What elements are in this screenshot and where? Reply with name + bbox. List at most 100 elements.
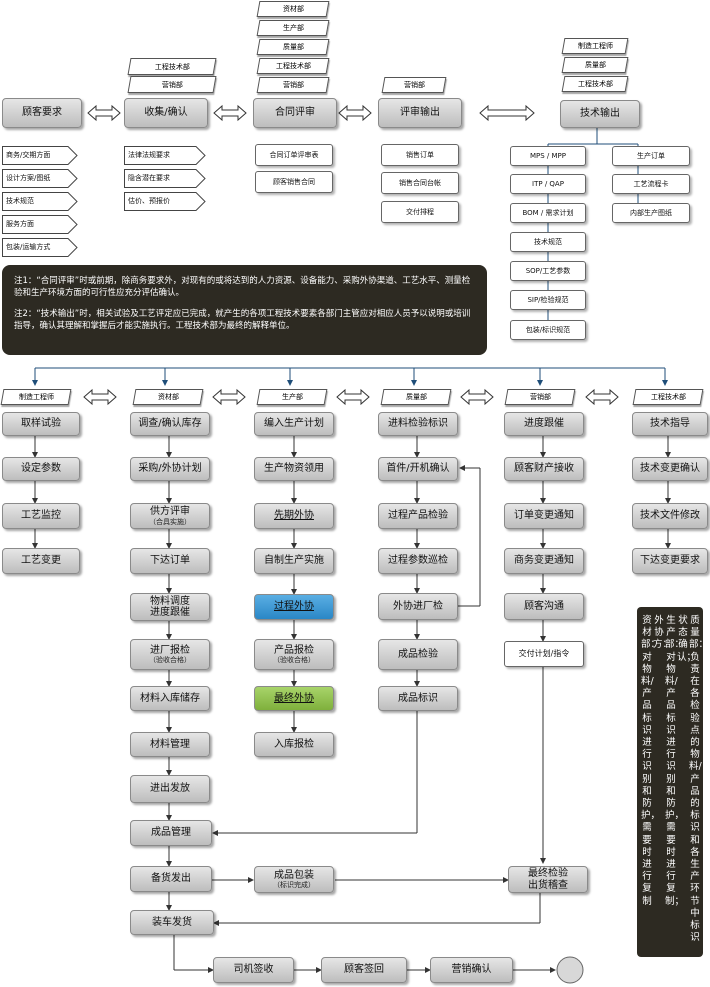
review-output-box: 评审输出 — [378, 98, 462, 128]
process-step: 材料管理 — [130, 732, 210, 757]
loading-shipping-box: 装车发货 — [130, 910, 214, 935]
finished-goods-management-box: 成品管理 — [130, 820, 212, 846]
process-step: 材料入库储存 — [130, 686, 210, 711]
dept-header-engineering: 工程技术部 — [632, 389, 704, 405]
customer-flag: 技术规范 — [2, 192, 78, 211]
process-step: 过程参数巡检 — [378, 548, 458, 574]
process-step: 技术指导 — [632, 412, 708, 436]
customer-flag: 包装/运输方式 — [2, 238, 78, 257]
tech-output-box: 技术输出 — [560, 100, 640, 128]
dept-header-materials: 资材部 — [132, 389, 204, 405]
dept-tag: 质量部 — [561, 57, 629, 73]
process-step: 进出发放 — [130, 775, 210, 803]
process-step: 工艺监控 — [2, 503, 80, 529]
process-step-highlight-blue: 过程外协 — [254, 594, 334, 620]
process-step: 进料检验标识 — [378, 412, 458, 436]
note-1: 注1：“合同评审”时或前期，除商务要求外，对现有的或将达到的人力资源、设备能力、… — [14, 276, 471, 298]
dept-header-sales: 营销部 — [504, 389, 576, 405]
vnote-col: 生产部：对物料/产品标识进行识别和防护，需要时进行复制； — [665, 615, 685, 907]
tech-doc: 生产订单 — [612, 146, 690, 166]
process-step: 技术变更确认 — [632, 457, 708, 481]
driver-sign-box: 司机签收 — [213, 957, 294, 983]
note-2: 注2：“技术输出”时，相关试验及工艺评定应已完成，就产生的各项工程技术要素各部门… — [14, 309, 471, 331]
dept-tag: 工程技术部 — [561, 76, 629, 92]
tech-doc: 包装/标识规范 — [510, 320, 586, 340]
dept-tag: 生产部 — [256, 20, 330, 36]
tech-doc: SIP/检验规范 — [510, 290, 586, 310]
review-doc: 销售合同台帐 — [381, 172, 459, 194]
process-step: 生产物资领用 — [254, 457, 334, 481]
contract-review-box: 合同评审 — [253, 98, 337, 128]
vnote-col: 质量部：负责在各检验点的物料/产品的标识和各生产环节中标识 — [689, 615, 709, 944]
process-step: 下达变更要求 — [632, 548, 708, 574]
contract-doc: 顾客销售合同 — [255, 171, 333, 193]
contract-doc: 合同订单评审表 — [255, 144, 333, 166]
dept-tag: 制造工程师 — [561, 38, 629, 54]
vnote-col: 资材部：对物料/产品标识进行识别和防护，需要时进行复制 — [641, 615, 661, 907]
dept-header-manufacturing-engineer: 制造工程师 — [0, 389, 72, 405]
tech-doc: 技术规范 — [510, 232, 586, 252]
process-step: 外协进厂检 — [378, 593, 458, 620]
vnote-col: 外协方： — [653, 615, 673, 651]
process-step: 商务变更通知 — [504, 548, 584, 574]
process-step-highlight-green: 最终外协 — [254, 686, 334, 711]
process-step: 进厂报检（验收合格） — [130, 639, 210, 670]
process-step: 过程产品检验 — [378, 503, 458, 529]
review-doc: 销售订单 — [381, 144, 459, 166]
process-step: 产品报检（验收合格） — [254, 639, 334, 670]
tech-doc: BOM / 需求计划 — [510, 203, 586, 223]
review-doc: 交付排程 — [381, 201, 459, 223]
process-step: 顾客沟通 — [504, 593, 584, 620]
dept-tag: 工程技术部 — [256, 58, 330, 74]
dept-tag: 营销部 — [256, 77, 330, 93]
sales-confirm-box: 营销确认 — [430, 957, 513, 983]
tech-doc: 工艺流程卡 — [612, 174, 690, 194]
process-step: 采购/外协计划 — [130, 457, 210, 481]
process-step: 供方评审（合具实施） — [130, 503, 210, 529]
dept-tag: 营销部 — [381, 77, 447, 93]
process-step: 调查/确认库存 — [130, 412, 210, 436]
tech-doc: 内部生产图纸 — [612, 203, 690, 223]
end-terminator — [556, 956, 584, 984]
dept-header-production: 生产部 — [256, 389, 328, 405]
dept-tag: 质量部 — [256, 39, 330, 55]
process-step: 取样试验 — [2, 412, 80, 436]
dept-header-quality: 质量部 — [380, 389, 452, 405]
final-inspection-box: 最终检验出货稽查 — [508, 866, 588, 893]
process-step: 技术文件修改 — [632, 503, 708, 529]
dept-tag: 资材部 — [256, 1, 330, 17]
collect-confirm-box: 收集/确认 — [124, 98, 208, 128]
tech-doc: ITP / QAP — [510, 174, 586, 194]
tech-doc: MPS / MPP — [510, 146, 586, 166]
stock-shipment-box: 备货发出 — [130, 866, 212, 892]
collect-flag: 隐含潜在要求 — [124, 169, 206, 188]
process-step: 设定参数 — [2, 457, 80, 481]
customer-flag: 商务/交期方面 — [2, 146, 78, 165]
process-step: 先期外协 — [254, 503, 334, 529]
process-step: 编入生产计划 — [254, 412, 334, 436]
process-step: 工艺变更 — [2, 548, 80, 574]
process-doc: 交付计划/指令 — [504, 641, 584, 667]
finished-packing-box: 成品包装（标识完成） — [254, 866, 334, 893]
process-step: 订单变更通知 — [504, 503, 584, 529]
customer-requirement-box: 顾客要求 — [2, 98, 82, 128]
notes-panel: 注1：“合同评审”时或前期，除商务要求外，对现有的或将达到的人力资源、设备能力、… — [2, 265, 487, 355]
process-step: 物料调度进度跟催 — [130, 593, 210, 621]
identification-note-panel: 质量部：负责在各检验点的物料/产品的标识和各生产环节中标识 状态确认； 生产部：… — [637, 607, 709, 957]
collect-flag: 估价、预报价 — [124, 192, 206, 211]
vnote-col: 状态确认； — [677, 615, 697, 663]
collect-flag: 法律法规要求 — [124, 146, 206, 165]
dept-tag: 工程技术部 — [127, 58, 217, 75]
dept-tag: 营销部 — [127, 76, 217, 93]
tech-doc: SOP/工艺参数 — [510, 261, 586, 281]
process-step: 进度跟催 — [504, 412, 584, 436]
process-step: 成品检验 — [378, 639, 458, 670]
process-step: 自制生产实施 — [254, 548, 334, 574]
customer-flag: 服务方面 — [2, 215, 78, 234]
process-step: 顾客财产接收 — [504, 457, 584, 481]
process-step: 入库报检 — [254, 732, 334, 757]
process-step: 下达订单 — [130, 548, 210, 574]
customer-return-sign-box: 顾客签回 — [321, 957, 407, 983]
